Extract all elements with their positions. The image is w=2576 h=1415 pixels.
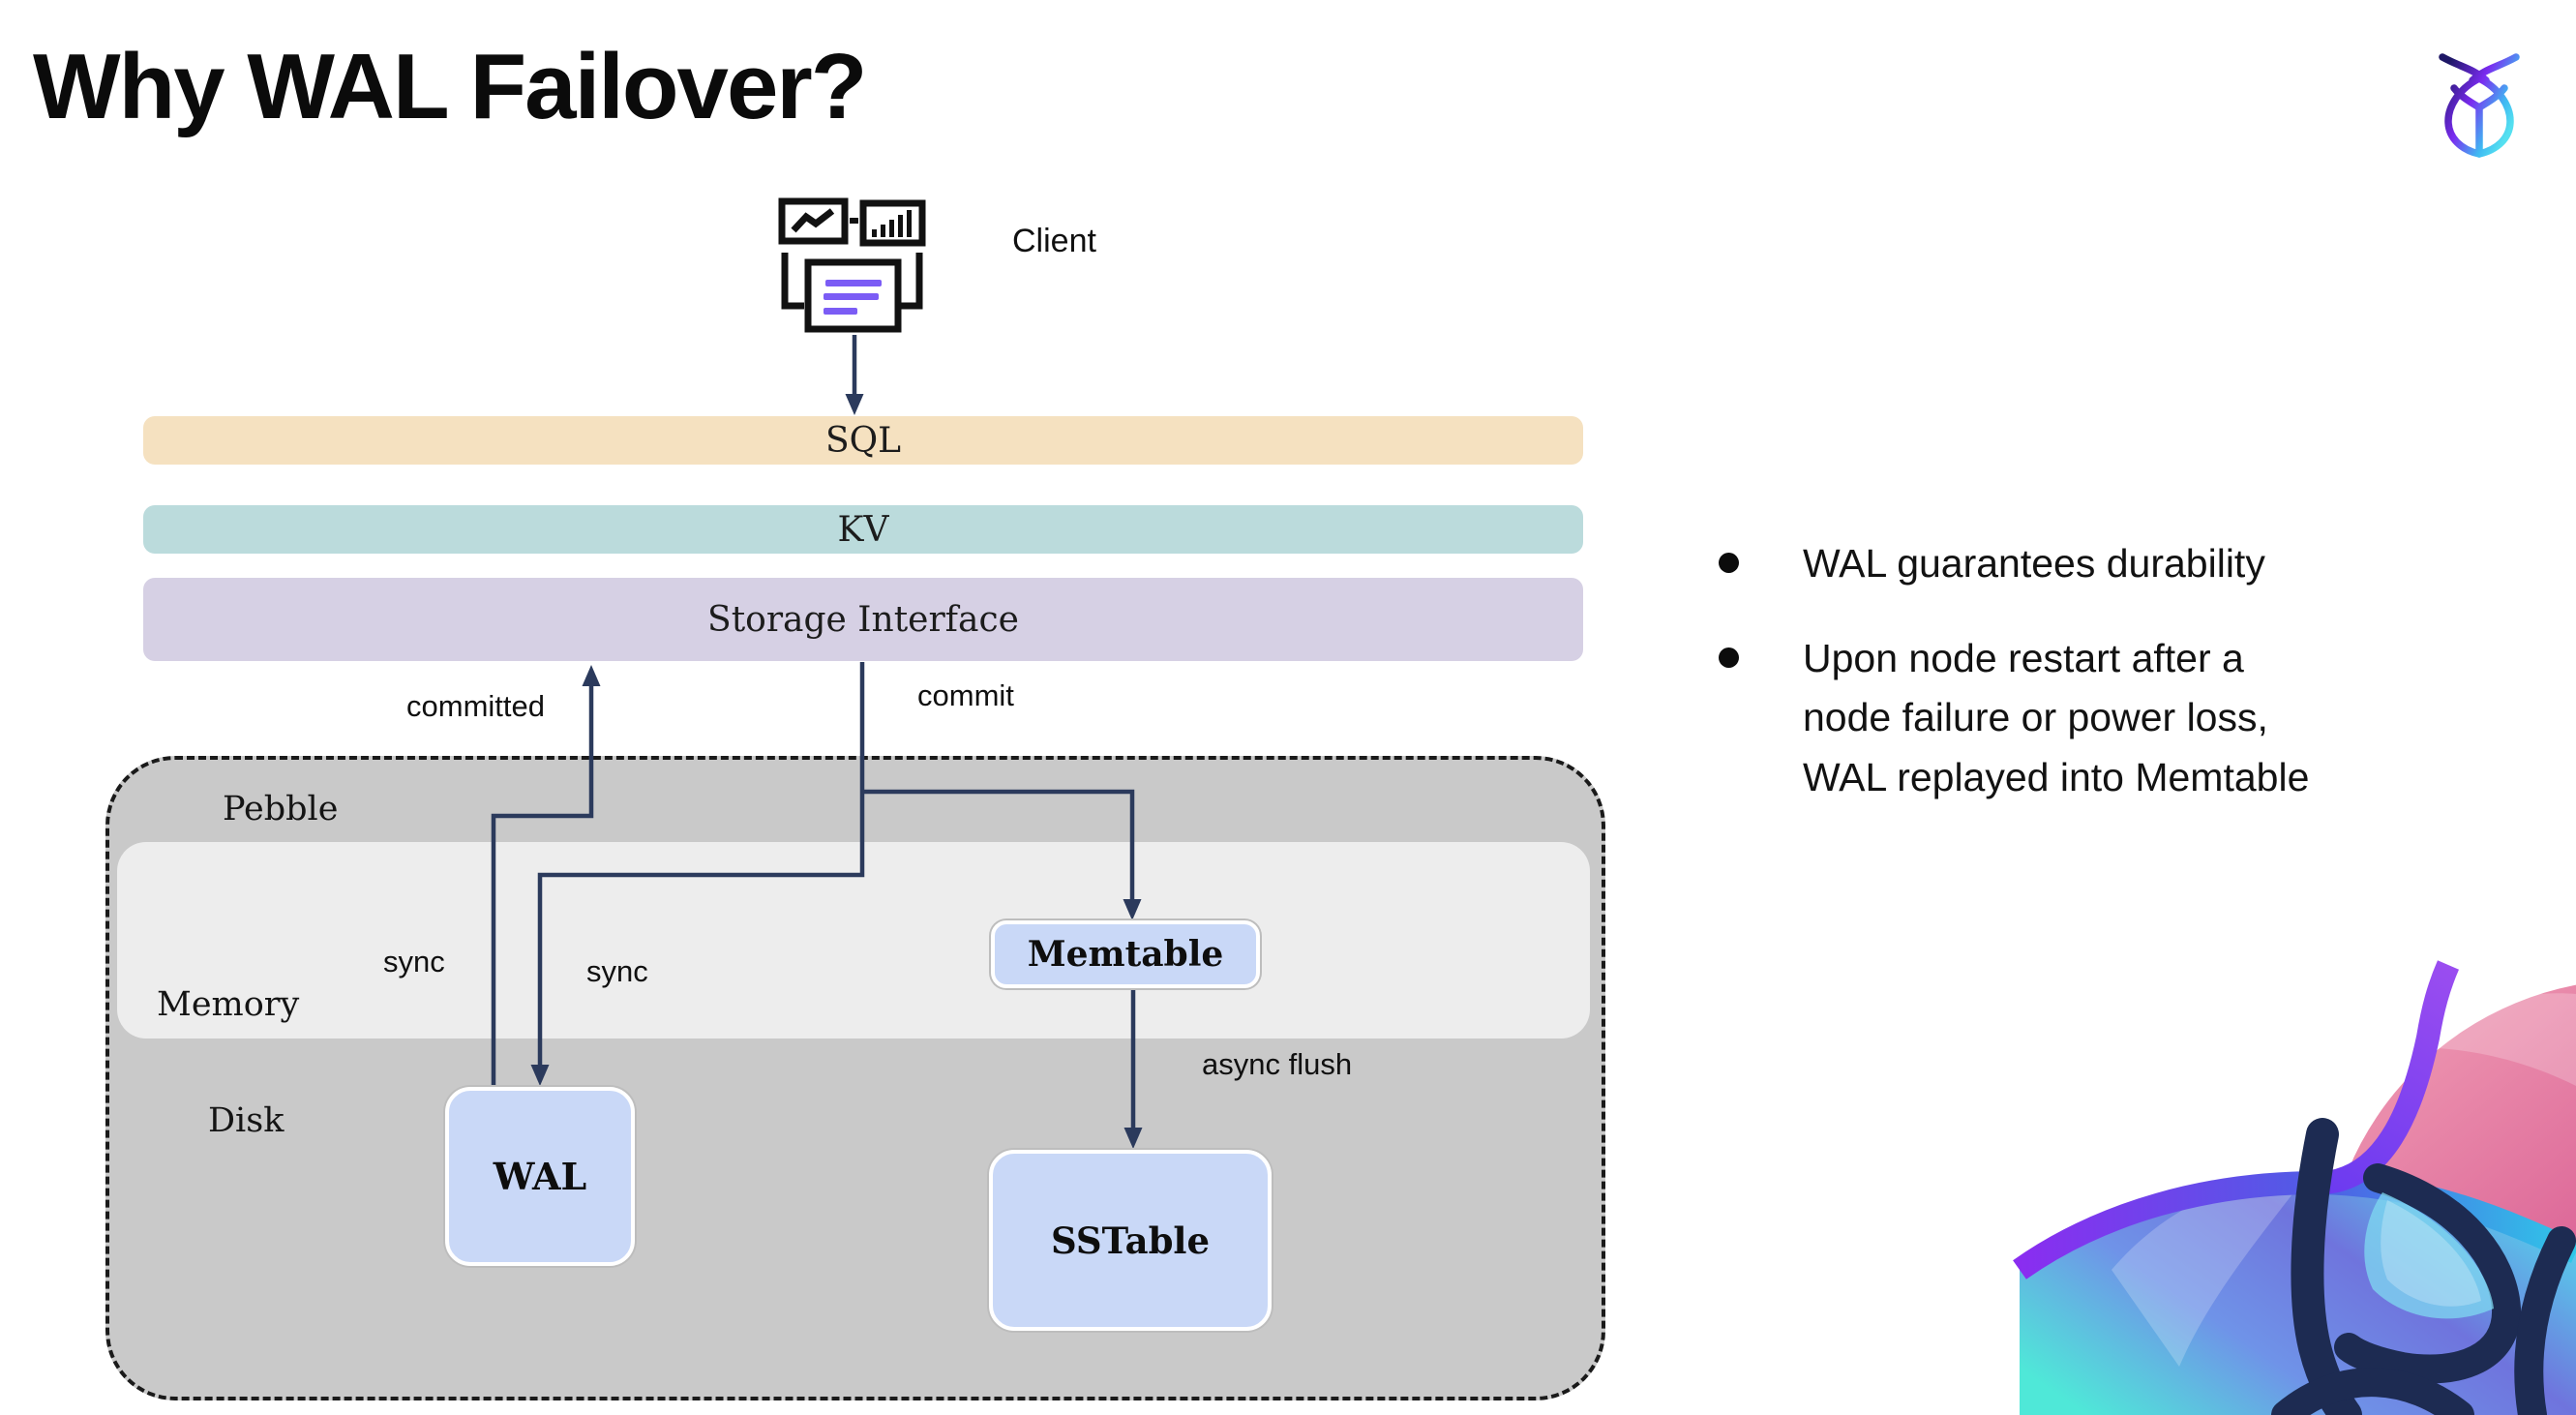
layer-kv: KV — [143, 505, 1583, 554]
bullet-text: WAL guarantees durability — [1803, 541, 2265, 586]
memory-label: Memory — [157, 985, 300, 1024]
commit-label: commit — [917, 678, 1014, 712]
page-title: Why WAL Failover? — [33, 35, 867, 138]
bullet-dot — [1719, 553, 1739, 573]
brand-decoration — [2013, 960, 2576, 1415]
sync-label-right: sync — [586, 954, 648, 988]
document-icon — [781, 253, 923, 333]
async-flush-label: async flush — [1202, 1047, 1353, 1081]
dash-icon — [850, 218, 858, 224]
wal-node: WAL — [445, 1087, 635, 1266]
sstable-node: SSTable — [989, 1150, 1272, 1331]
memory-band — [117, 842, 1590, 1039]
bullet-text: Upon node restart after a node failure o… — [1803, 635, 2310, 799]
layer-sql: SQL — [143, 416, 1583, 465]
bullet-dot — [1719, 647, 1739, 668]
bullet-list: WAL guarantees durability Upon node rest… — [1719, 534, 2551, 842]
sync-label-left: sync — [383, 945, 445, 978]
list-item: WAL guarantees durability — [1719, 534, 2551, 594]
cockroach-logo-icon — [2439, 53, 2520, 158]
pebble-label: Pebble — [223, 790, 339, 828]
disk-label: Disk — [208, 1101, 285, 1140]
memtable-node: Memtable — [991, 920, 1260, 988]
client-icon — [778, 197, 926, 333]
line-chart-icon — [778, 197, 849, 245]
client-label: Client — [1012, 223, 1096, 259]
bar-chart-icon — [859, 199, 926, 247]
arrowhead-sql — [845, 394, 864, 415]
layer-storage-interface: Storage Interface — [143, 578, 1583, 661]
committed-label: committed — [406, 689, 545, 723]
arrowhead-committed — [582, 665, 601, 686]
list-item: Upon node restart after a node failure o… — [1719, 629, 2551, 808]
